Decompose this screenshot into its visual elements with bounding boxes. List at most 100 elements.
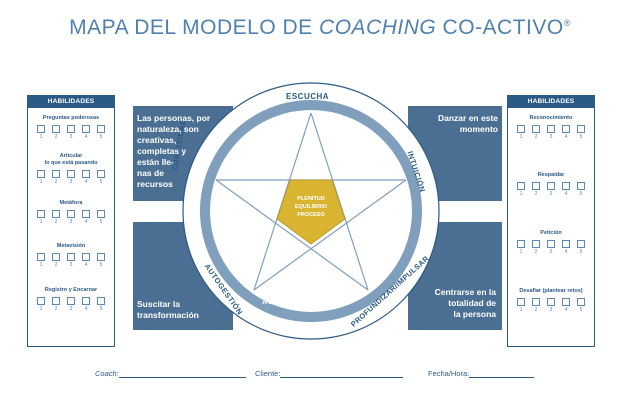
footer-fecha: Fecha/Hora: bbox=[428, 369, 535, 378]
rating-number: 4 bbox=[84, 134, 88, 140]
rating-number: 5 bbox=[579, 307, 583, 313]
rating-checkbox[interactable] bbox=[562, 240, 570, 248]
rating-checkbox[interactable] bbox=[547, 182, 555, 190]
rating-number: 4 bbox=[84, 262, 88, 268]
fecha-field[interactable] bbox=[469, 369, 535, 378]
rating-number: 3 bbox=[549, 191, 553, 197]
rating-cell: 4 bbox=[82, 253, 90, 268]
rating-cell: 4 bbox=[562, 240, 570, 255]
rating-checkbox[interactable] bbox=[82, 210, 90, 218]
rating-checkbox[interactable] bbox=[532, 125, 540, 133]
rating-checkbox[interactable] bbox=[517, 240, 525, 248]
skill-label: Metavisión bbox=[56, 243, 86, 249]
center-text: PLENITUD EQUILIBRIO PROCESO bbox=[281, 195, 341, 219]
rating-checkbox[interactable] bbox=[97, 210, 105, 218]
rating-checkbox[interactable] bbox=[577, 125, 585, 133]
rating-cell: 3 bbox=[547, 182, 555, 197]
center-line-3: PROCESO bbox=[297, 212, 325, 218]
rating-checkbox[interactable] bbox=[82, 170, 90, 178]
rating-number: 4 bbox=[564, 134, 568, 140]
rating-checkbox[interactable] bbox=[67, 253, 75, 261]
rating-checkbox[interactable] bbox=[517, 125, 525, 133]
rating-checkbox[interactable] bbox=[52, 125, 60, 133]
rating-checkbox[interactable] bbox=[577, 240, 585, 248]
rating-checkbox[interactable] bbox=[37, 125, 45, 133]
cliente-field[interactable] bbox=[280, 369, 404, 378]
rating-checkbox[interactable] bbox=[67, 170, 75, 178]
rating-checkbox[interactable] bbox=[67, 125, 75, 133]
registered-mark: ® bbox=[563, 18, 571, 28]
rating-checkbox[interactable] bbox=[562, 298, 570, 306]
rating-number: 1 bbox=[39, 262, 43, 268]
rating-number: 1 bbox=[39, 219, 43, 225]
rating-checkbox[interactable] bbox=[97, 125, 105, 133]
rating-number: 1 bbox=[39, 134, 43, 140]
rating-checkbox[interactable] bbox=[37, 253, 45, 261]
rating-number: 2 bbox=[54, 134, 58, 140]
rating-checkbox[interactable] bbox=[82, 253, 90, 261]
rating-cell: 3 bbox=[67, 297, 75, 312]
rating-checkbox[interactable] bbox=[517, 182, 525, 190]
left-panel-header: HABILIDADES PRESENTES bbox=[28, 96, 114, 117]
rating-checkbox[interactable] bbox=[577, 182, 585, 190]
rating-checkbox[interactable] bbox=[82, 125, 90, 133]
rating-checkbox[interactable] bbox=[52, 297, 60, 305]
rating-cell: 1 bbox=[517, 125, 525, 140]
rating-cell: 2 bbox=[52, 170, 60, 185]
rating-checkbox[interactable] bbox=[97, 170, 105, 178]
rating-cell: 1 bbox=[37, 297, 45, 312]
coach-field[interactable] bbox=[118, 369, 246, 378]
rating-checkbox[interactable] bbox=[67, 297, 75, 305]
rating-cell: 3 bbox=[67, 125, 75, 140]
rating-cell: 2 bbox=[532, 182, 540, 197]
rating-checkbox[interactable] bbox=[52, 253, 60, 261]
rating-number: 4 bbox=[564, 249, 568, 255]
rating-checkbox[interactable] bbox=[562, 125, 570, 133]
corner-bottom-left-text: Suscitar la transformación bbox=[137, 299, 199, 320]
rating-number: 1 bbox=[519, 249, 523, 255]
rating-cell: 5 bbox=[97, 297, 105, 312]
rating-checkbox[interactable] bbox=[97, 253, 105, 261]
rating-checkbox[interactable] bbox=[97, 297, 105, 305]
rating-number: 3 bbox=[549, 249, 553, 255]
rating-checkbox[interactable] bbox=[37, 170, 45, 178]
rating-cell: 2 bbox=[52, 125, 60, 140]
rating-checkbox[interactable] bbox=[562, 182, 570, 190]
rating-number: 1 bbox=[519, 191, 523, 197]
rating-checkbox[interactable] bbox=[82, 297, 90, 305]
rating-checkbox[interactable] bbox=[52, 170, 60, 178]
rating-number: 1 bbox=[519, 307, 523, 313]
rating-cell: 1 bbox=[37, 125, 45, 140]
rating-checkbox[interactable] bbox=[532, 298, 540, 306]
rating-checkbox[interactable] bbox=[532, 240, 540, 248]
rating-checkbox[interactable] bbox=[547, 125, 555, 133]
title-suffix: CO-ACTIVO bbox=[436, 16, 564, 39]
rating-checkbox[interactable] bbox=[547, 240, 555, 248]
rating-cell: 2 bbox=[532, 298, 540, 313]
rating-number: 3 bbox=[69, 306, 73, 312]
rating-checkbox[interactable] bbox=[52, 210, 60, 218]
rating-checkbox[interactable] bbox=[517, 298, 525, 306]
rating-number: 5 bbox=[99, 219, 103, 225]
rating-checkbox[interactable] bbox=[37, 297, 45, 305]
rating-checkbox[interactable] bbox=[532, 182, 540, 190]
rating-checkbox[interactable] bbox=[547, 298, 555, 306]
rating-number: 2 bbox=[54, 219, 58, 225]
rating-number: 2 bbox=[534, 307, 538, 313]
rating-checkbox[interactable] bbox=[67, 210, 75, 218]
rating-checkbox[interactable] bbox=[37, 210, 45, 218]
rating-cell: 5 bbox=[97, 210, 105, 225]
rating-cell: 1 bbox=[517, 182, 525, 197]
rating-cell: 5 bbox=[577, 125, 585, 140]
rating-cell: 2 bbox=[52, 210, 60, 225]
rating-cell: 3 bbox=[547, 240, 555, 255]
rating-cell: 1 bbox=[37, 170, 45, 185]
rating-checkbox[interactable] bbox=[577, 298, 585, 306]
